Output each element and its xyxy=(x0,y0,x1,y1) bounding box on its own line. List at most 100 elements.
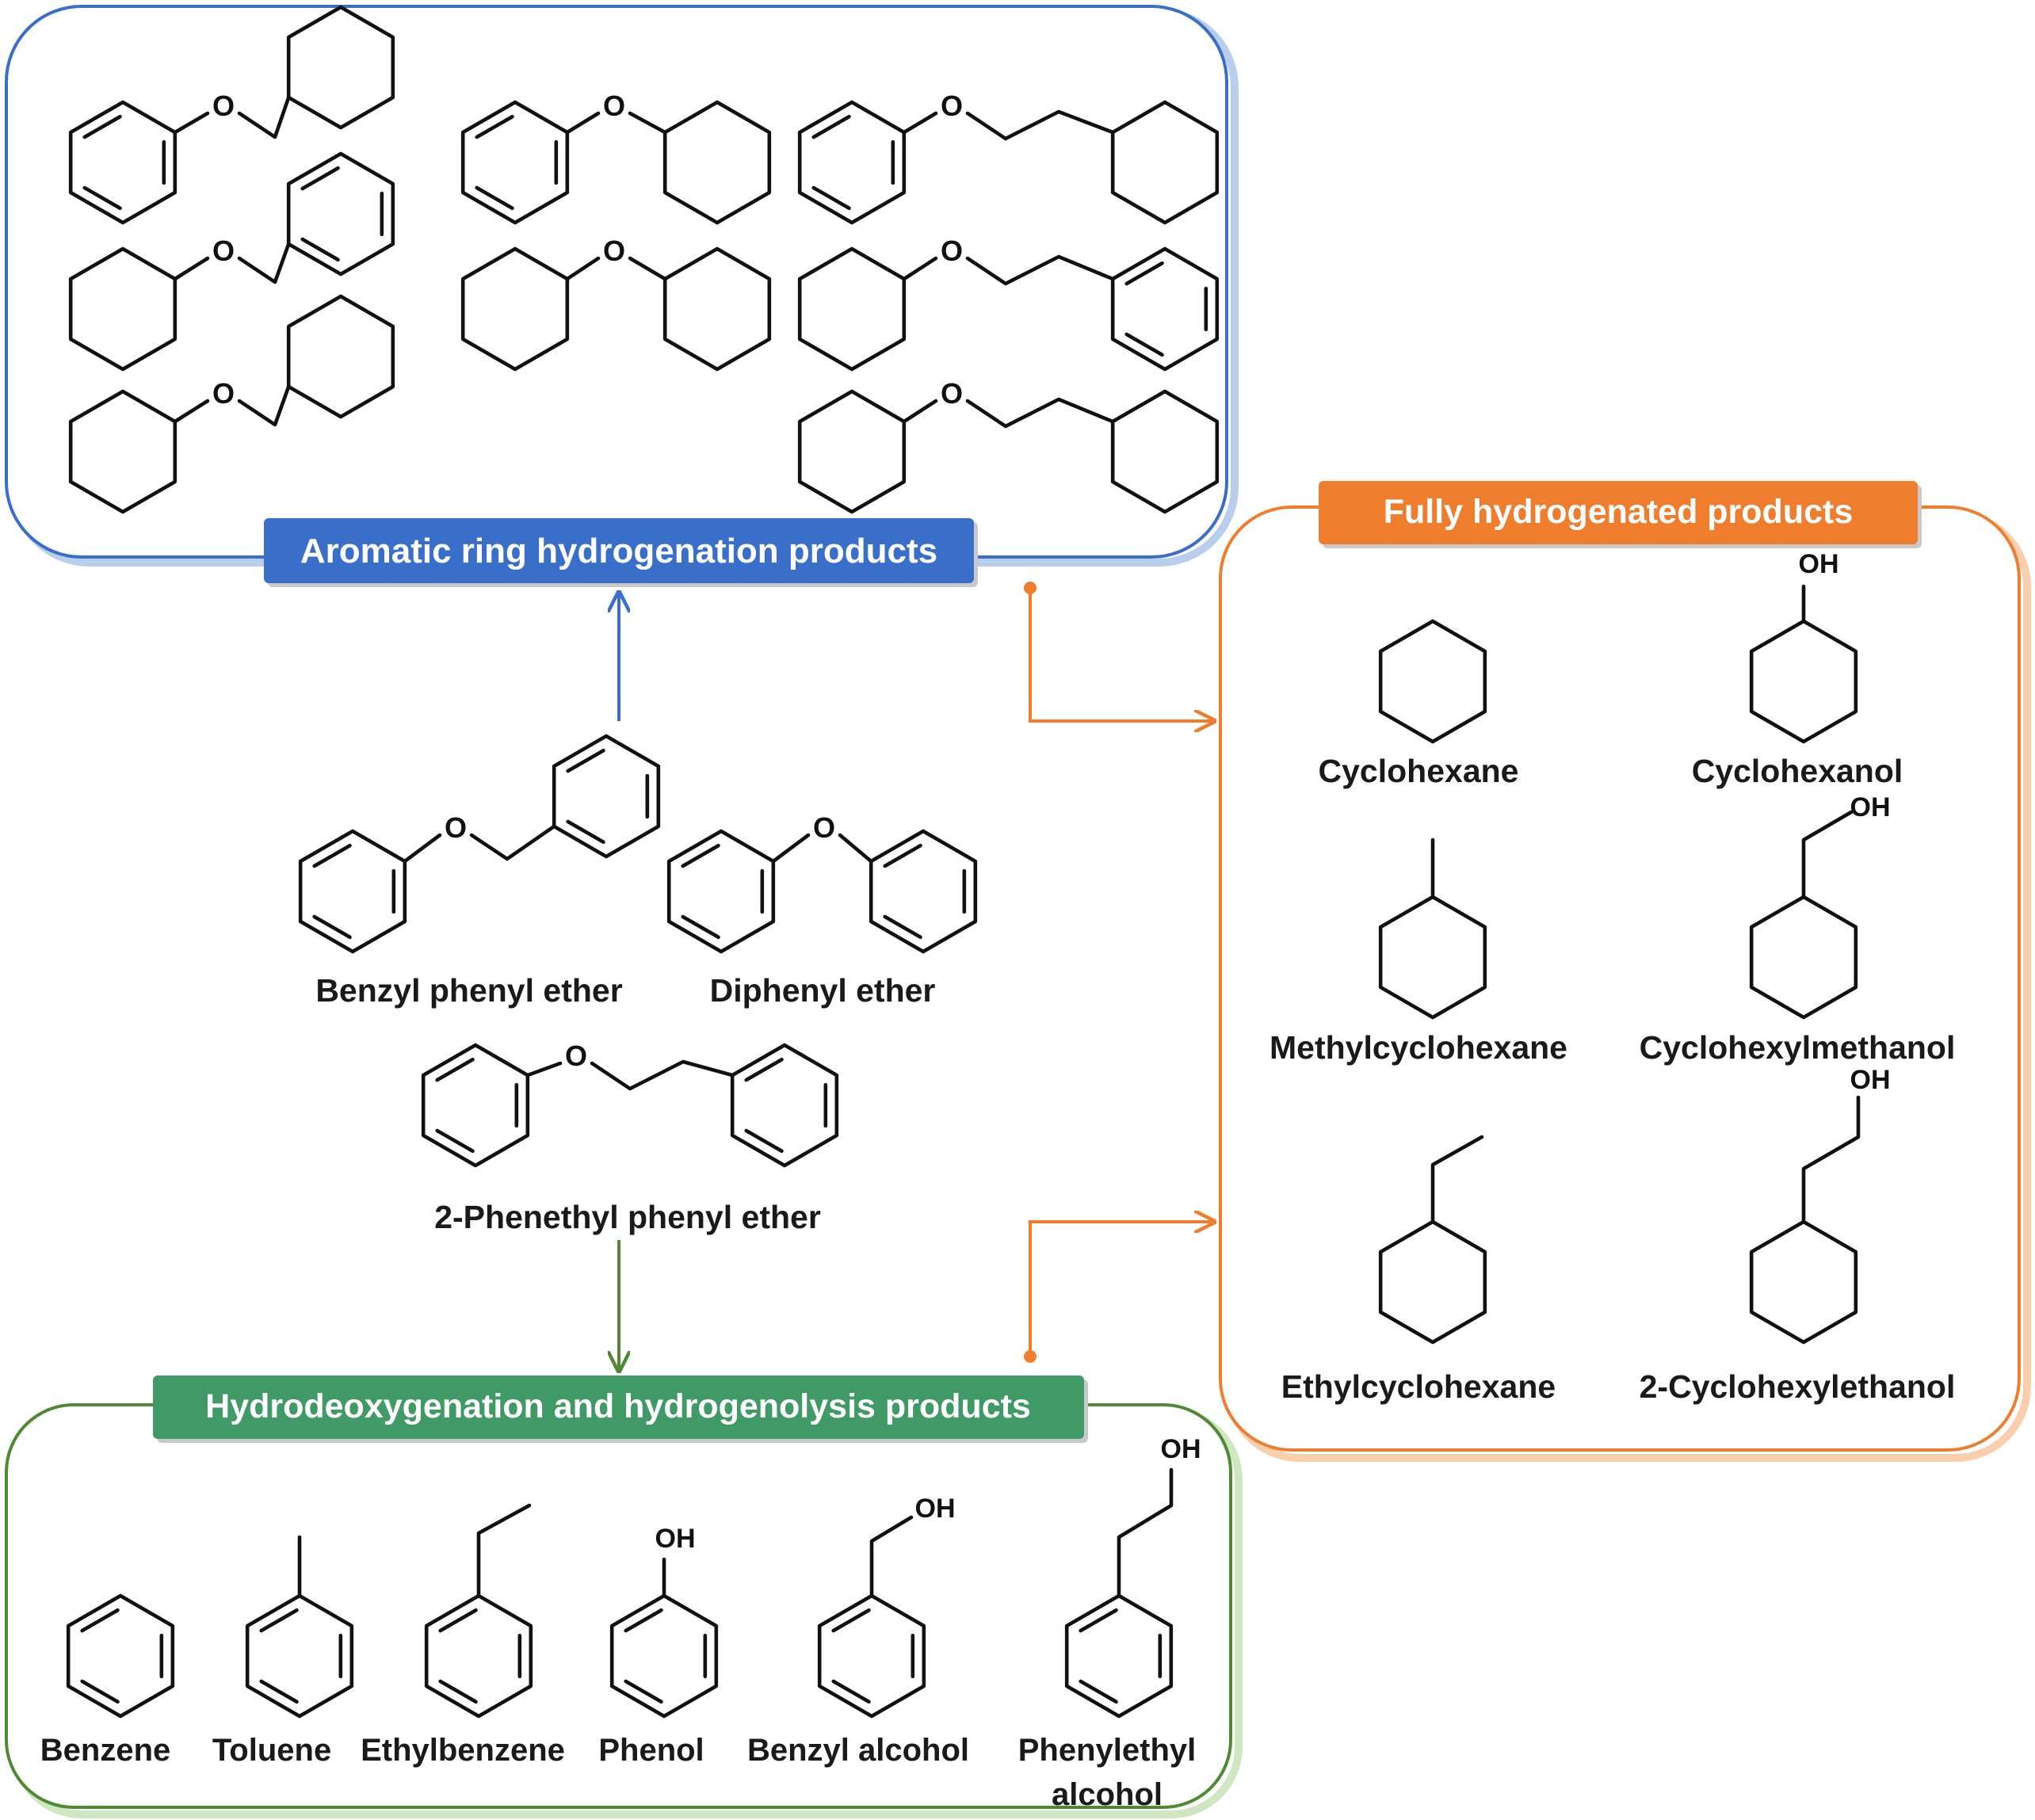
label-methylcyclohexane: Methylcyclohexane xyxy=(1269,1029,1567,1066)
cyclohexane-ring xyxy=(1378,619,1487,744)
ether-bond xyxy=(565,256,601,281)
aromatic-double-bond xyxy=(312,843,352,868)
hydroxyl-label: OH xyxy=(1850,792,1891,822)
reactant-labels: Benzyl phenyl ether Diphenyl ether 2-Phe… xyxy=(315,972,935,1235)
benzene-ring xyxy=(286,151,395,277)
ether-bond xyxy=(771,833,811,864)
fully-hydrogenated-box xyxy=(1219,506,2031,1462)
aromatic-double-bond xyxy=(681,914,720,940)
aromatic-double-bond xyxy=(744,1057,784,1082)
arrow-aromatic-to-fully xyxy=(1024,582,1214,721)
oxygen-atom: O xyxy=(445,811,467,844)
hydroxyethyl-bond xyxy=(1801,1095,1861,1224)
ether-bond xyxy=(902,256,938,281)
ether-bond xyxy=(565,111,601,135)
benzene-ring xyxy=(245,1593,354,1719)
hydroxyl-label: OH xyxy=(915,1494,956,1524)
aromatic-double-bond xyxy=(1079,1679,1118,1704)
aromatic-double-bond xyxy=(624,1679,663,1704)
ether-bond xyxy=(902,111,938,135)
hydroxyl-label: OH xyxy=(655,1524,696,1554)
benzene-ring xyxy=(609,1593,719,1719)
ether-bond xyxy=(403,833,442,864)
label-cyclohexylmethanol: Cyclohexylmethanol xyxy=(1640,1029,1956,1066)
label-benzyl-alcohol: Benzyl alcohol xyxy=(747,1733,969,1768)
aromatic-double-bond xyxy=(435,1128,475,1154)
hydroxyl-label: OH xyxy=(1161,1434,1201,1464)
benzene-ring xyxy=(421,1043,530,1168)
aromatic-double-bond xyxy=(883,843,922,868)
label-cyclohexane: Cyclohexane xyxy=(1319,753,1519,789)
benzene-ring xyxy=(552,734,661,859)
benzene-ring xyxy=(666,829,776,954)
ether-bond xyxy=(173,399,210,424)
ether-bond xyxy=(525,1061,563,1078)
cyclohexane-ring xyxy=(286,5,395,130)
molecule-structures xyxy=(66,5,1861,1719)
oxygen-atom: O xyxy=(565,1040,587,1072)
aromatic-double-bond xyxy=(80,1679,120,1704)
label-phenylethyl-alcohol-line2: alcohol xyxy=(1052,1777,1163,1812)
aromatic-double-bond xyxy=(475,114,514,139)
aromatic-double-bond xyxy=(1124,261,1164,286)
aromatic-double-bond xyxy=(300,237,340,262)
aromatic-double-bond xyxy=(624,1608,663,1633)
aromatic-title: Aromatic ring hydrogenation products xyxy=(300,532,937,570)
ether-bond xyxy=(173,256,210,281)
aromatic-double-bond xyxy=(312,914,352,940)
label-toluene: Toluene xyxy=(212,1733,331,1768)
oxygen-atom: O xyxy=(603,90,625,122)
fully-product-labels: Cyclohexane Cyclohexanol Methylcyclohexa… xyxy=(1269,753,1955,1405)
ether-bond xyxy=(965,397,1115,429)
cyclohexane-ring xyxy=(1749,1219,1858,1345)
ether-bond xyxy=(628,256,667,281)
aromatic-double-bond xyxy=(566,819,605,845)
oxygen-atom: O xyxy=(813,811,835,844)
label-ethylbenzene: Ethylbenzene xyxy=(361,1733,565,1768)
aromatic-double-bond xyxy=(811,114,851,139)
label-cyclohexylethanol: 2-Cyclohexylethanol xyxy=(1640,1368,1956,1405)
aromatic-double-bond xyxy=(744,1128,784,1154)
label-phenylethyl-alcohol-line1: Phenylethyl xyxy=(1018,1733,1197,1768)
hdo-title-banner: Hydrodeoxygenation and hydrogenolysis pr… xyxy=(153,1375,1088,1443)
aromatic-double-bond xyxy=(80,1608,120,1633)
benzene-ring xyxy=(730,1043,839,1168)
aromatic-double-bond xyxy=(831,1679,871,1704)
ethyl-bond xyxy=(1430,1135,1484,1224)
label-phenethyl-phenyl-ether: 2-Phenethyl phenyl ether xyxy=(434,1199,821,1235)
oxygen-atom: O xyxy=(941,235,963,267)
ether-bond xyxy=(965,254,1115,286)
label-diphenyl-ether: Diphenyl ether xyxy=(710,972,936,1009)
aromatic-double-bond xyxy=(681,843,720,868)
cyclohexane-ring xyxy=(1749,895,1858,1020)
hdo-title: Hydrodeoxygenation and hydrogenolysis pr… xyxy=(205,1387,1031,1425)
benzene-ring xyxy=(869,829,978,954)
benzene-ring xyxy=(817,1593,926,1719)
hydroxymethyl-bond xyxy=(1801,810,1854,899)
benzene-ring xyxy=(66,1593,175,1719)
fully-title-banner: Fully hydrogenated products xyxy=(1319,481,1922,548)
aromatic-double-bond xyxy=(1079,1608,1118,1633)
oxygen-atom: O xyxy=(941,90,963,122)
atom-labels: O O O O O O O O O O O OH OH OH OH OH OH xyxy=(212,90,1891,1554)
arrow-hdo-to-fully xyxy=(1024,1222,1214,1363)
benzene-ring xyxy=(298,829,407,954)
aromatic-double-bond xyxy=(82,185,122,211)
benzene-ring xyxy=(424,1593,533,1719)
aromatic-double-bond xyxy=(566,748,605,773)
aromatic-double-bond xyxy=(82,114,122,139)
ether-bond xyxy=(838,833,873,864)
aromatic-double-bond xyxy=(438,1679,478,1704)
oxygen-atom: O xyxy=(603,235,625,267)
aromatic-double-bond xyxy=(259,1608,299,1633)
label-phenol: Phenol xyxy=(598,1733,704,1768)
aromatic-double-bond xyxy=(259,1679,299,1704)
aromatic-double-bond xyxy=(831,1608,871,1633)
label-benzene: Benzene xyxy=(40,1733,171,1768)
cyclohexane-ring xyxy=(1749,619,1858,744)
oxygen-atom: O xyxy=(212,90,235,122)
cyclohexane-ring xyxy=(1378,895,1487,1020)
aromatic-double-bond xyxy=(435,1057,475,1082)
fully-title: Fully hydrogenated products xyxy=(1384,493,1854,531)
